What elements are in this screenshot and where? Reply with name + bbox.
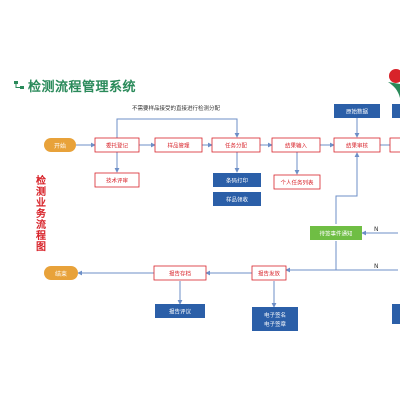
step-label: 结果输入 [285,142,308,150]
step-barcode-print[interactable] [213,173,261,187]
step-label: 结果审核 [346,142,369,150]
end-node-label: 结束 [55,270,67,278]
step-sample-receive[interactable] [213,192,261,206]
step-label: 报告发放 [258,270,281,278]
step-tech-review[interactable] [94,172,140,188]
step-offscreen [392,104,400,118]
step-report-review[interactable] [155,304,205,318]
step-task-assign[interactable] [211,137,261,153]
flowchart-icon [14,81,24,89]
brand-logo [388,69,400,98]
connector [335,241,398,271]
connector [116,118,240,138]
step-result-entry[interactable] [271,137,321,153]
step-commission[interactable] [94,137,140,153]
step-label: 待签事件通知 [319,230,352,238]
step-result-audit[interactable] [333,137,381,153]
side-label: 检测业务流程图 [36,176,46,253]
end-node[interactable] [44,266,78,280]
no-label: N [374,263,379,270]
step-sample-mgmt[interactable] [154,137,203,153]
step-report-issue[interactable] [251,265,287,281]
step-offscreen [392,304,400,324]
step-label: 个人任务列表 [280,179,314,187]
step-raw-data[interactable] [334,104,380,118]
skip-note: 不需要样品接受的直接进行检测分配 [132,104,221,112]
header: 检测流程管理系统 [0,0,400,110]
step-e-sign[interactable] [252,307,298,331]
step-label: 报告评议 [169,308,192,316]
step-offscreen [389,137,400,153]
step-label: 任务分配 [225,142,248,150]
start-node-label: 开始 [54,142,66,150]
step-report-archive[interactable] [153,265,207,281]
step-label: 报告存档 [169,270,192,278]
step-label: 样品领收 [226,196,249,204]
step-label: 电子签名 [264,311,286,319]
step-label: 原始数据 [346,108,369,116]
page-title: 检测流程管理系统 [28,80,137,95]
start-node[interactable] [44,138,76,152]
step-label: 电子签章 [264,320,287,328]
step-pending-notice[interactable] [310,226,362,240]
step-label: 技术评审 [106,177,129,185]
step-personal-tasks[interactable] [273,174,321,190]
step-label: 委托登记 [106,142,129,150]
step-label: 样品管理 [167,142,190,150]
connector [335,152,360,224]
step-label: 条码打印 [226,177,249,185]
no-label: N [374,226,379,233]
